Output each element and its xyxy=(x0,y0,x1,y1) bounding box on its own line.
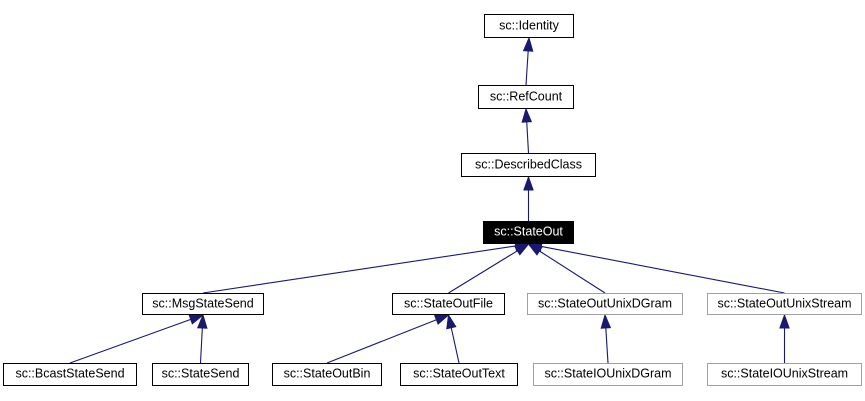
inheritance-edge xyxy=(523,175,534,221)
arrowhead-icon xyxy=(779,313,790,329)
inheritance-edge xyxy=(196,313,208,364)
inheritance-edge xyxy=(446,313,460,364)
arrowhead-icon xyxy=(522,36,534,52)
arrowhead-icon xyxy=(188,314,205,325)
class-node-label: sc::MsgStateSend xyxy=(152,296,254,311)
class-node-stateouttext[interactable]: sc::StateOutText xyxy=(400,363,518,386)
inheritance-edge xyxy=(522,36,534,86)
class-node-label: sc::StateOutText xyxy=(413,366,505,381)
class-node-label: sc::RefCount xyxy=(489,89,563,104)
arrowhead-icon xyxy=(514,243,530,256)
class-node-describedclass[interactable]: sc::DescribedClass xyxy=(461,153,596,177)
class-node-label: sc::BcastStateSend xyxy=(15,366,125,381)
class-node-bcaststatesend[interactable]: sc::BcastStateSend xyxy=(3,363,137,386)
class-node-stateoutunixstream[interactable]: sc::StateOutUnixStream xyxy=(707,293,862,315)
class-node-stateiounixdgram[interactable]: sc::StateIOUnixDGram xyxy=(533,363,683,386)
inheritance-edge xyxy=(69,314,205,364)
class-node-stateiounixstream[interactable]: sc::StateIOUnixStream xyxy=(707,363,862,386)
class-node-label: sc::StateIOUnixDGram xyxy=(544,366,672,381)
class-node-label: sc::StateIOUnixStream xyxy=(720,366,849,381)
inheritance-edge xyxy=(779,313,790,363)
inheritance-edge xyxy=(600,313,612,364)
class-node-stateoutfile[interactable]: sc::StateOutFile xyxy=(392,293,505,315)
class-node-msgstatesend[interactable]: sc::MsgStateSend xyxy=(142,293,264,315)
class-node-label: sc::StateOutBin xyxy=(283,366,371,381)
class-node-label: sc::StateOut xyxy=(494,224,563,239)
arrowhead-icon xyxy=(196,313,208,329)
class-node-label: sc::Identity xyxy=(499,18,559,33)
class-node-label: sc::StateOutUnixStream xyxy=(717,296,852,311)
class-node-label: sc::StateOutUnixDGram xyxy=(537,296,673,311)
inheritance-edge xyxy=(521,107,533,154)
inheritance-edge xyxy=(527,241,785,294)
arrowhead-icon xyxy=(433,314,450,325)
arrowhead-icon xyxy=(527,243,543,256)
class-node-identity[interactable]: sc::Identity xyxy=(484,14,574,38)
class-node-statesend[interactable]: sc::StateSend xyxy=(152,363,249,386)
arrowhead-icon xyxy=(521,107,533,123)
arrowhead-icon xyxy=(600,313,612,329)
class-node-refcount[interactable]: sc::RefCount xyxy=(478,85,574,109)
class-node-label: sc::StateSend xyxy=(161,366,240,381)
arrowhead-icon xyxy=(446,313,457,330)
class-node-stateoutbin[interactable]: sc::StateOutBin xyxy=(272,363,382,386)
class-node-label: sc::DescribedClass xyxy=(475,157,582,172)
inheritance-edge xyxy=(326,314,450,364)
class-node-label: sc::StateOutFile xyxy=(404,296,493,311)
arrowhead-icon xyxy=(523,175,534,191)
inheritance-edge xyxy=(202,240,530,294)
class-node-stateout[interactable]: sc::StateOut xyxy=(483,221,574,244)
inheritance-edge xyxy=(527,243,606,294)
class-node-stateoutunixdgram[interactable]: sc::StateOutUnixDGram xyxy=(527,293,683,315)
inheritance-edge xyxy=(448,243,530,294)
